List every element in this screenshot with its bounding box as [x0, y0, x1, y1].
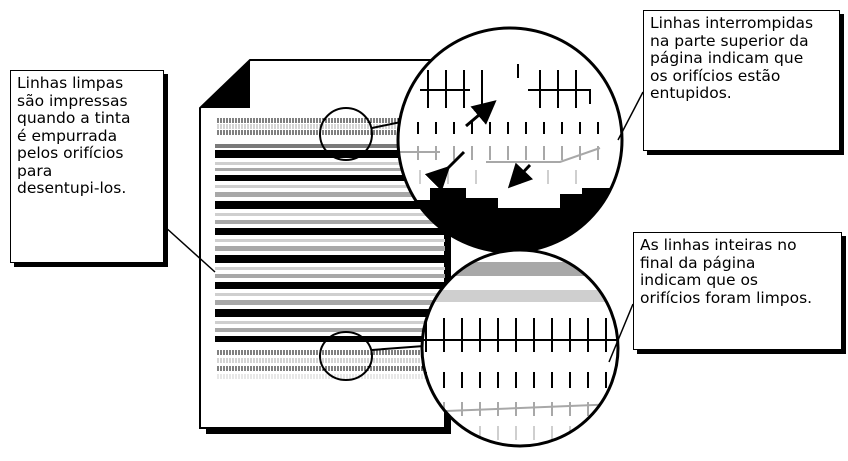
arrow-se [507, 162, 534, 189]
color-stripe [215, 228, 445, 235]
connector-top [371, 121, 402, 129]
color-stripe [215, 239, 445, 242]
color-stripe [215, 175, 445, 181]
callout-line: são impressas [17, 91, 128, 110]
callout-line: Linhas interrompidas [650, 14, 814, 32]
test-page [199, 59, 451, 434]
color-stripe [215, 168, 445, 171]
arrow-sw [424, 150, 466, 192]
callout-line: indicam que os [640, 271, 759, 289]
connector-bottom [371, 345, 425, 351]
color-stripe [215, 300, 445, 305]
pointer-left [163, 225, 216, 273]
callout-line: final da página [640, 253, 756, 272]
callout-line: As linhas inteiras no [640, 236, 797, 254]
color-stripe [215, 274, 445, 278]
pointer-bottom [608, 303, 634, 363]
color-stripe [215, 162, 445, 165]
color-stripe [215, 255, 445, 263]
color-stripe [215, 336, 445, 342]
color-stripe [215, 192, 445, 197]
callout-line: pelos orifícios [17, 144, 124, 162]
color-band [422, 262, 618, 276]
page-circle-top [319, 107, 373, 161]
callout-line: Linhas limpas [17, 74, 124, 92]
color-stripe [215, 282, 445, 289]
color-stripe [215, 328, 445, 332]
callout-line: desentupi-los. [17, 179, 127, 197]
color-stripe [215, 309, 445, 317]
magnifier-clogged-nozzles [396, 26, 624, 254]
color-stripe [215, 220, 445, 224]
page-circle-bottom [319, 331, 373, 381]
color-stripe [215, 144, 445, 148]
color-stripe [215, 185, 445, 188]
broken-segment [528, 89, 591, 104]
callout-line: orifícios foram limpos. [640, 288, 813, 307]
color-stripe [215, 267, 445, 270]
callout-line: página indicam que [650, 49, 804, 67]
callout-line: quando a tinta [17, 109, 131, 127]
callout-complete-lines: As linhas inteiras no final da página in… [633, 232, 842, 350]
callout-line: entupidos. [650, 84, 732, 102]
color-stripe [215, 321, 445, 324]
callout-broken-lines: Linhas interrompidas na parte superior d… [643, 10, 840, 151]
callout-line: na parte superior da [650, 31, 809, 50]
callout-line: é empurrada [17, 126, 118, 145]
magnifier-clean-nozzles [420, 248, 620, 448]
page-folded-corner [200, 60, 250, 108]
color-stripe [215, 293, 445, 296]
callout-line: os orifícios estão [650, 66, 781, 85]
complete-row-line-gray [422, 403, 618, 413]
color-stripe [215, 246, 445, 251]
color-band [422, 290, 618, 302]
color-stripe [215, 213, 445, 216]
arrow-nw [465, 100, 497, 128]
callout-line: para [17, 161, 53, 180]
broken-segment-gray [486, 147, 601, 163]
pointer-top [617, 91, 644, 141]
callout-clean-lines: Linhas limpas são impressas quando a tin… [10, 70, 164, 263]
color-stripe [215, 201, 445, 209]
